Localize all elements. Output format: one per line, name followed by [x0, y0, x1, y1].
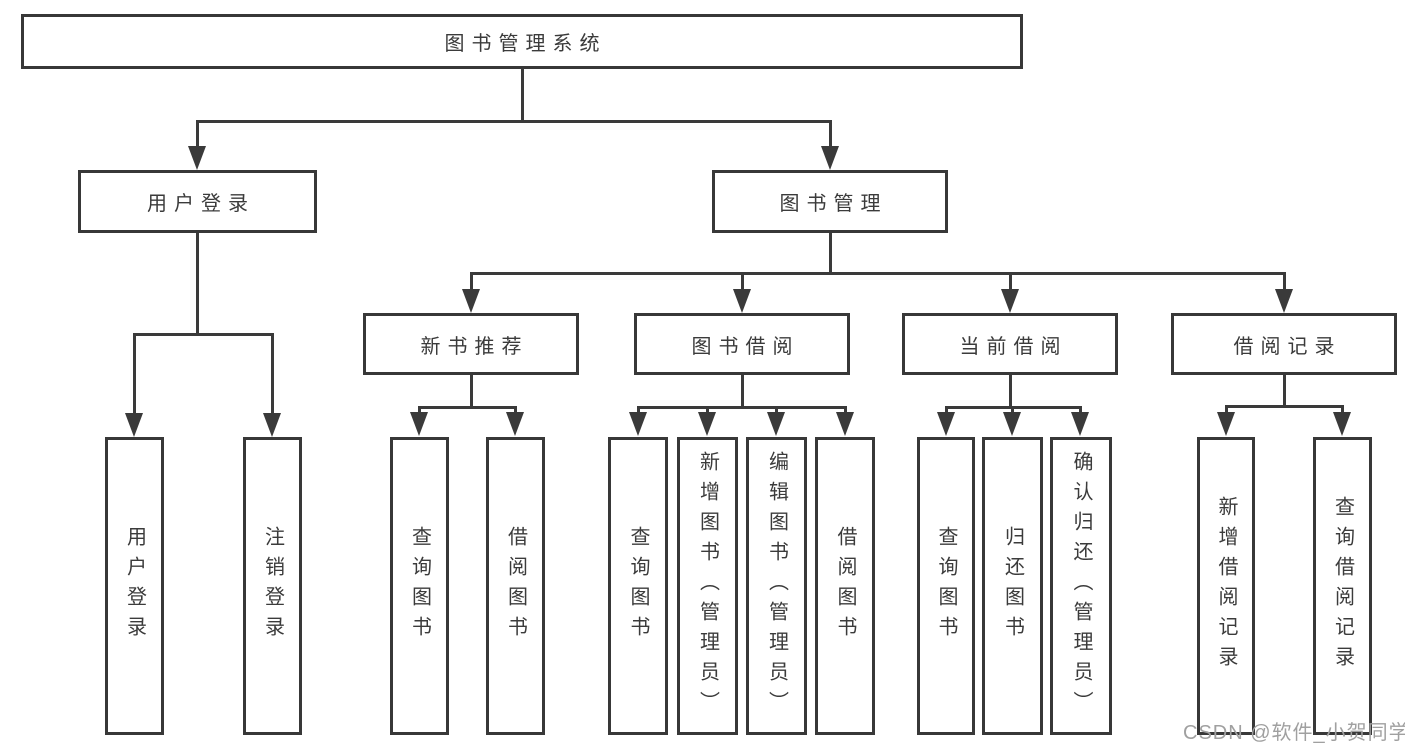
leaf-query-books-current: 查询图书 — [917, 437, 975, 735]
connector-line — [470, 375, 473, 409]
connector-line — [706, 406, 709, 416]
leaf-user-login-label: 用户登录 — [123, 526, 146, 646]
connector-line — [470, 272, 1285, 275]
connector-line — [1011, 406, 1014, 416]
node-root-system-label: 图书管理系统 — [444, 33, 607, 55]
arrow-down-icon — [629, 412, 647, 436]
connector-line — [1225, 405, 1228, 416]
connector-line — [1341, 405, 1344, 416]
leaf-logout-label: 注销登录 — [261, 526, 284, 646]
leaf-confirm-return-admin: 确认归还（管理员） — [1050, 437, 1112, 735]
arrow-down-icon — [410, 412, 428, 436]
node-book-management-branch-label: 图书管理 — [779, 193, 888, 215]
arrow-down-icon — [1333, 412, 1351, 436]
arrow-down-icon — [188, 146, 206, 170]
connector-line — [1079, 406, 1082, 416]
arrow-down-icon — [767, 412, 785, 436]
connector-line — [1009, 272, 1012, 294]
arrow-down-icon — [733, 289, 751, 313]
arrow-down-icon — [125, 413, 143, 437]
connector-line — [470, 272, 473, 294]
node-book-management-branch: 图书管理 — [712, 170, 948, 233]
leaf-query-books-borrowing: 查询图书 — [608, 437, 668, 735]
arrow-down-icon — [1275, 289, 1293, 313]
leaf-user-login: 用户登录 — [105, 437, 164, 735]
arrow-down-icon — [1217, 412, 1235, 436]
connector-line — [196, 120, 832, 123]
leaf-add-borrow-record-label: 新增借阅记录 — [1215, 496, 1237, 676]
connector-line — [844, 406, 847, 416]
node-new-book-recommend-label: 新书推荐 — [420, 335, 529, 358]
connector-line — [1009, 375, 1012, 409]
leaf-return-books-label: 归还图书 — [1001, 526, 1024, 646]
connector-line — [637, 406, 640, 416]
connector-line — [775, 406, 778, 416]
node-new-book-recommend: 新书推荐 — [363, 313, 579, 375]
connector-line — [271, 333, 274, 416]
leaf-borrow-books-label: 借阅图书 — [834, 526, 856, 646]
arrow-down-icon — [698, 412, 716, 436]
connector-line — [1283, 272, 1286, 294]
arrow-down-icon — [836, 412, 854, 436]
leaf-return-books: 归还图书 — [982, 437, 1043, 735]
leaf-add-books-admin: 新增图书（管理员） — [677, 437, 738, 735]
node-current-borrowing-label: 当前借阅 — [959, 335, 1068, 358]
node-borrow-records: 借阅记录 — [1171, 313, 1397, 375]
node-borrow-records-label: 借阅记录 — [1233, 335, 1342, 358]
arrow-down-icon — [1003, 412, 1021, 436]
arrow-down-icon — [506, 412, 524, 436]
node-root-system: 图书管理系统 — [21, 14, 1023, 69]
connector-line — [741, 272, 744, 294]
node-current-borrowing: 当前借阅 — [902, 313, 1118, 375]
node-book-borrowing-label: 图书借阅 — [691, 335, 800, 358]
arrow-down-icon — [937, 412, 955, 436]
connector-line — [829, 120, 832, 150]
connector-line — [637, 406, 847, 409]
connector-line — [133, 333, 136, 416]
leaf-edit-books-admin: 编辑图书（管理员） — [746, 437, 807, 735]
connector-line — [829, 233, 832, 275]
arrow-down-icon — [1001, 289, 1019, 313]
node-user-login-branch: 用户登录 — [78, 170, 317, 233]
leaf-add-borrow-record: 新增借阅记录 — [1197, 437, 1255, 735]
node-user-login-branch-label: 用户登录 — [147, 193, 255, 215]
leaf-confirm-return-admin-label: 确认归还（管理员） — [1070, 451, 1092, 721]
leaf-borrow-books-recommend-label: 借阅图书 — [504, 526, 527, 646]
connector-line — [1283, 375, 1286, 408]
node-book-borrowing: 图书借阅 — [634, 313, 850, 375]
connector-line — [196, 120, 199, 150]
connector-line — [945, 406, 948, 416]
leaf-logout: 注销登录 — [243, 437, 302, 735]
csdn-watermark: CSDN @软件_小贺同学 — [1183, 722, 1405, 744]
connector-line — [521, 68, 524, 123]
leaf-borrow-books-recommend: 借阅图书 — [486, 437, 545, 735]
connector-line — [418, 406, 517, 409]
connector-line — [418, 406, 421, 416]
leaf-query-books-recommend-label: 查询图书 — [408, 526, 431, 646]
leaf-edit-books-admin-label: 编辑图书（管理员） — [765, 451, 788, 721]
leaf-query-books-current-label: 查询图书 — [935, 526, 957, 646]
connector-line — [1225, 405, 1344, 408]
arrow-down-icon — [263, 413, 281, 437]
leaf-add-books-admin-label: 新增图书（管理员） — [696, 451, 719, 721]
leaf-query-books-recommend: 查询图书 — [390, 437, 449, 735]
arrow-down-icon — [462, 289, 480, 313]
arrow-down-icon — [1071, 412, 1089, 436]
connector-line — [133, 333, 274, 336]
leaf-query-books-borrowing-label: 查询图书 — [627, 526, 649, 646]
arrow-down-icon — [821, 146, 839, 170]
leaf-borrow-books: 借阅图书 — [815, 437, 875, 735]
connector-line — [741, 375, 744, 409]
leaf-query-borrow-record-label: 查询借阅记录 — [1331, 496, 1354, 676]
leaf-query-borrow-record: 查询借阅记录 — [1313, 437, 1372, 735]
connector-line — [514, 406, 517, 416]
connector-line — [196, 233, 199, 335]
